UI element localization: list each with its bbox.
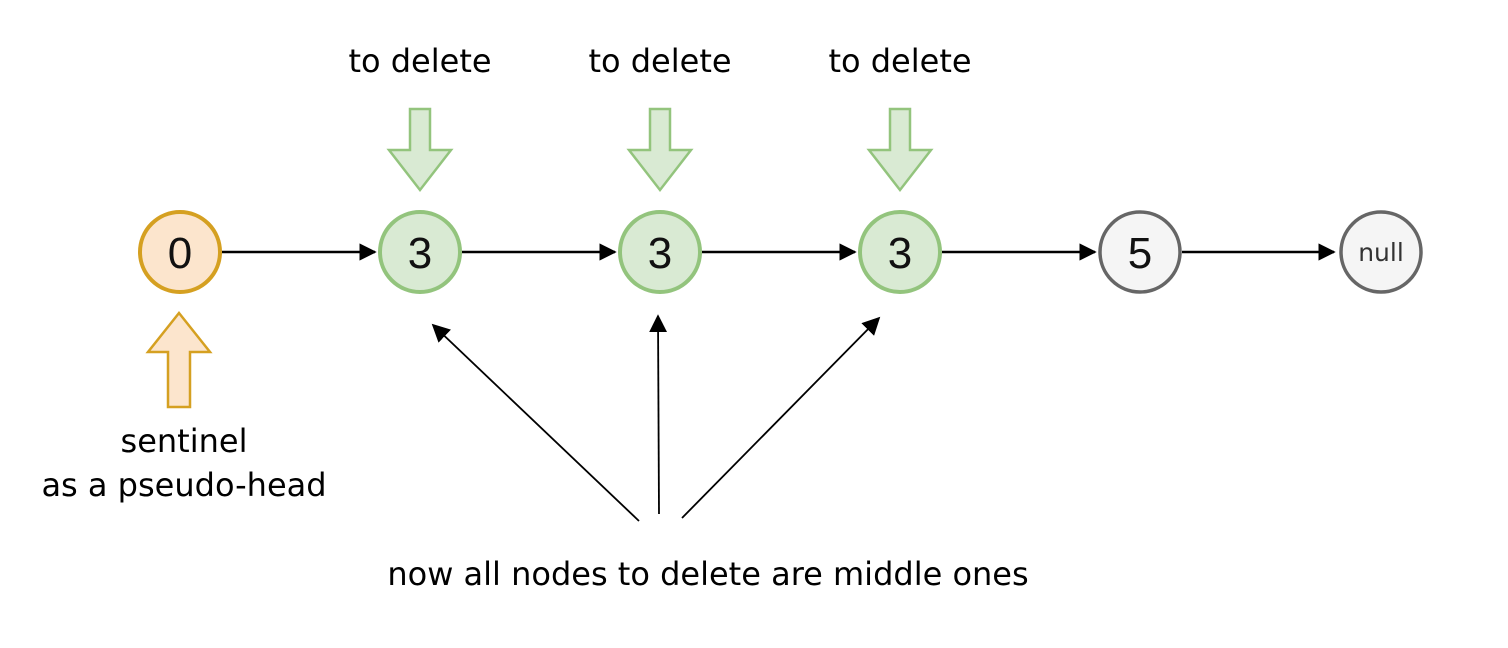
- null-node: null: [1339, 210, 1423, 294]
- node-5: 5: [1098, 210, 1182, 294]
- node-value: 3: [648, 229, 672, 278]
- delete-node-1: 3: [378, 210, 462, 294]
- null-node-circle: [1339, 210, 1423, 294]
- node-value: 3: [408, 229, 432, 278]
- pointer-arrow-to-delete-node-3: [681, 316, 881, 519]
- to-delete-label: to delete: [828, 42, 971, 80]
- node-value: null: [1358, 238, 1404, 267]
- pointer-arrow-to-delete-node-2: [649, 314, 668, 515]
- node-value: 5: [1128, 229, 1152, 278]
- sentinel-caption-line1: sentinel: [121, 422, 248, 460]
- down-arrow-icon: [866, 107, 934, 193]
- delete-node-3: 3: [858, 210, 942, 294]
- down-arrow-icon: [386, 107, 454, 193]
- sentinel-node-circle: [138, 210, 222, 294]
- node-value: 3: [888, 229, 912, 278]
- pointer-arrow-to-delete-node-1: [431, 323, 640, 522]
- delete-node-2: 3: [618, 210, 702, 294]
- down-arrow-icon: [626, 107, 694, 193]
- node-circle: [1098, 210, 1182, 294]
- delete-node-circle: [378, 210, 462, 294]
- to-delete-label: to delete: [348, 42, 491, 80]
- sentinel-caption-line2: as a pseudo-head: [41, 466, 326, 504]
- sentinel-node: 0: [138, 210, 222, 294]
- node-value: 0: [168, 229, 192, 278]
- to-delete-label: to delete: [588, 42, 731, 80]
- delete-node-circle: [618, 210, 702, 294]
- up-arrow-icon: [145, 310, 213, 409]
- delete-node-circle: [858, 210, 942, 294]
- bottom-caption: now all nodes to delete are middle ones: [387, 555, 1028, 593]
